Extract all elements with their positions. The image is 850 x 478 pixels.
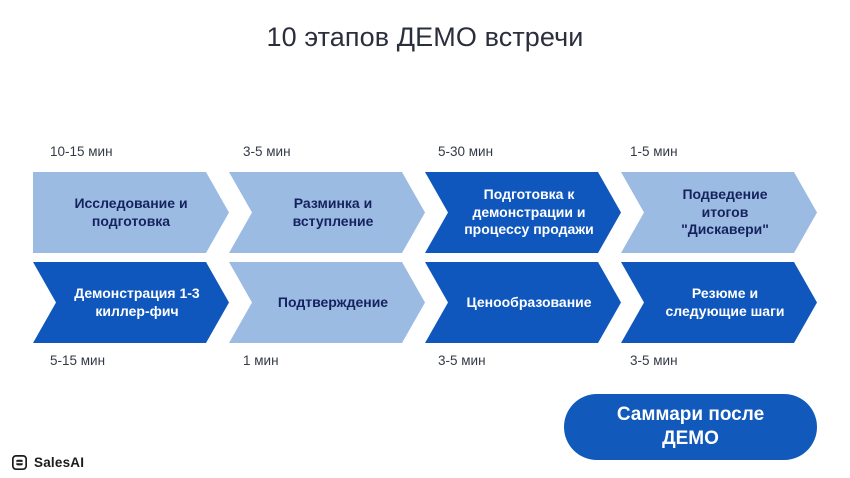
salesai-square-icon bbox=[12, 454, 27, 470]
chevron-step-1-label: Исследование и подготовка bbox=[74, 195, 188, 229]
chevron-step-2[interactable]: Разминка и вступление bbox=[229, 172, 425, 253]
chevron-step-4-label: Подведение итогов "Дискавери" bbox=[681, 186, 769, 238]
timing-labels-top: 10-15 мин 3-5 мин 5-30 мин 1-5 мин bbox=[0, 143, 850, 161]
chevron-step-7-label: Ценообразование bbox=[466, 293, 592, 310]
time-label-top-3: 5-30 мин bbox=[438, 144, 494, 159]
chevron-step-5[interactable]: Демонстрация 1-3 киллер-фич bbox=[33, 262, 229, 343]
time-label-bottom-3: 3-5 мин bbox=[438, 353, 486, 368]
chevron-step-6[interactable]: Подтверждение bbox=[229, 262, 425, 343]
process-row-2: Демонстрация 1-3 киллер-фич Подтверждени… bbox=[33, 262, 817, 343]
chevron-step-3-label: Подготовка к демонстрации и процессу про… bbox=[464, 186, 594, 238]
chevron-step-8[interactable]: Резюме и следующие шаги bbox=[621, 262, 817, 343]
process-row-1: Исследование и подготовка Разминка и вст… bbox=[33, 172, 817, 253]
chevron-step-8-label: Резюме и следующие шаги bbox=[665, 285, 785, 319]
time-label-bottom-4: 3-5 мин bbox=[630, 353, 678, 368]
summary-after-demo-button[interactable]: Саммари после ДЕМО bbox=[564, 394, 817, 460]
time-label-bottom-2: 1 мин bbox=[243, 353, 279, 368]
time-label-top-1: 10-15 мин bbox=[50, 144, 113, 159]
summary-after-demo-label: Саммари после ДЕМО bbox=[616, 404, 765, 449]
chevron-step-7[interactable]: Ценообразование bbox=[425, 262, 621, 343]
chevron-step-1[interactable]: Исследование и подготовка bbox=[33, 172, 229, 253]
page-title: 10 этапов ДЕМО встречи bbox=[266, 22, 584, 52]
chevron-step-4[interactable]: Подведение итогов "Дискавери" bbox=[621, 172, 817, 253]
chevron-step-3[interactable]: Подготовка к демонстрации и процессу про… bbox=[425, 172, 621, 253]
chevron-step-2-label: Разминка и вступление bbox=[292, 195, 374, 229]
chevron-step-6-label: Подтверждение bbox=[277, 293, 389, 310]
time-label-top-2: 3-5 мин bbox=[243, 144, 291, 159]
process-chevron-band: Исследование и подготовка Разминка и вст… bbox=[33, 172, 817, 343]
chevron-step-5-label: Демонстрация 1-3 киллер-фич bbox=[74, 285, 200, 319]
timing-labels-bottom: 5-15 мин 1 мин 3-5 мин 3-5 мин bbox=[0, 352, 850, 370]
brand-logo-text: SalesAI bbox=[34, 454, 85, 470]
time-label-bottom-1: 5-15 мин bbox=[50, 353, 106, 368]
brand-logo: SalesAI bbox=[12, 452, 84, 472]
time-label-top-4: 1-5 мин bbox=[630, 144, 678, 159]
